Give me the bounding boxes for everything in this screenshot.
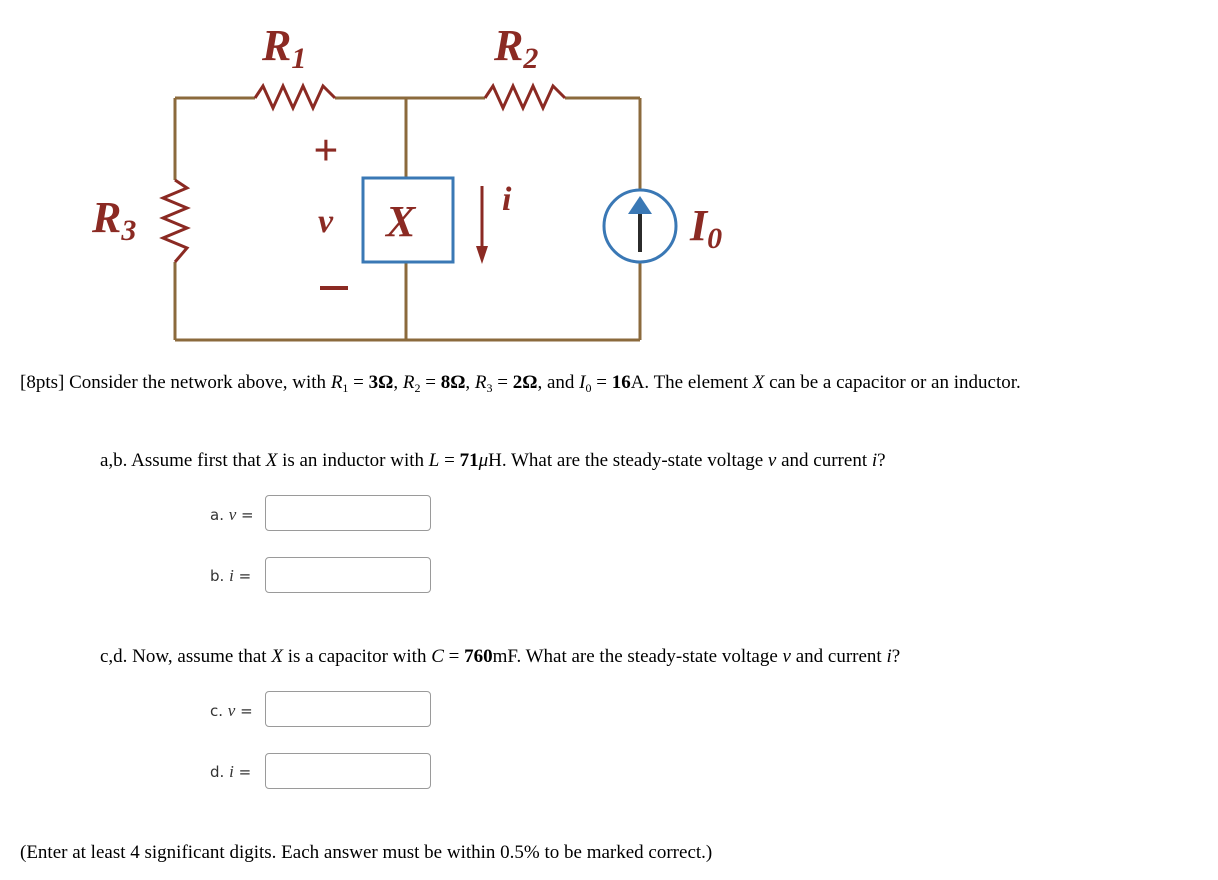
problem-statement: [8pts] Consider the network above, with … <box>20 372 1021 395</box>
answer-b-input[interactable] <box>265 557 431 593</box>
circuit-diagram: R1 R2 R3 X + v i I0 <box>91 21 722 342</box>
element-x-label: X <box>384 197 417 246</box>
resistor-r1 <box>253 82 337 112</box>
wires <box>173 96 642 342</box>
current-arrow-icon <box>476 186 488 264</box>
resistor-r3 <box>159 178 191 263</box>
voltage-plus: + <box>313 126 338 175</box>
resistor-r2 <box>483 82 567 112</box>
answer-c-input[interactable] <box>265 691 431 727</box>
question-cd: c,d. Now, assume that X is a capacitor w… <box>100 646 901 667</box>
element-x-box <box>361 176 455 264</box>
current-label: i <box>502 181 512 218</box>
current-source-icon <box>602 188 678 264</box>
answer-d-input[interactable] <box>265 753 431 789</box>
r2-label: R2 <box>493 21 538 75</box>
r1-label: R1 <box>261 21 306 75</box>
answer-a-input[interactable] <box>265 495 431 531</box>
answer-b-label: b. i = <box>210 566 252 585</box>
answer-c-label: c. v = <box>210 701 253 720</box>
r3-label: R3 <box>91 193 136 247</box>
voltage-label: v <box>318 203 334 240</box>
source-label: I0 <box>689 201 722 255</box>
answer-a-label: a. v = <box>210 505 254 524</box>
answer-d-label: d. i = <box>210 762 252 781</box>
instructions-footer: (Enter at least 4 significant digits. Ea… <box>20 842 713 863</box>
question-ab: a,b. Assume first that X is an inductor … <box>100 450 886 471</box>
